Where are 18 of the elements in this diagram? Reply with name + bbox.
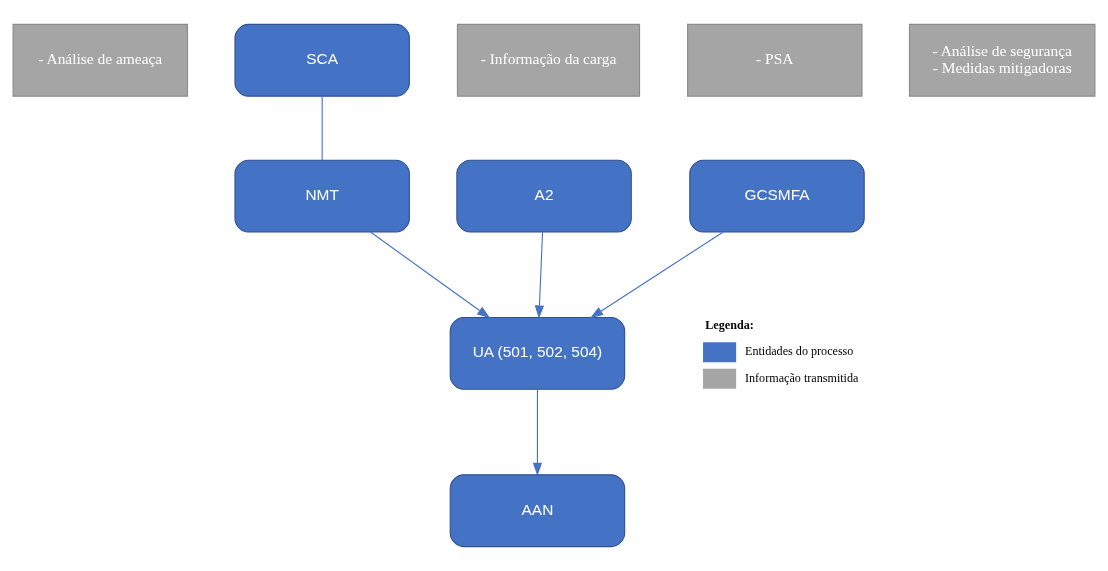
node-box: UA (501, 502, 504)	[449, 316, 626, 390]
node-box: SCA	[234, 23, 410, 97]
arrow	[369, 231, 491, 319]
node-box: AAN	[449, 474, 626, 548]
node-box: - Análise de segurança - Medidas mitigadoras	[908, 23, 1096, 97]
node-box: - Informação da carga	[456, 23, 641, 97]
node-box: - PSA	[687, 23, 863, 97]
node-box: NMT	[234, 159, 410, 233]
node-box: GCSMFA	[689, 159, 865, 233]
label: Legenda:	[705, 317, 754, 332]
arrow	[590, 231, 724, 319]
arrow	[534, 231, 545, 319]
legend-label: Informação transmitida	[744, 370, 859, 385]
node-box: - Análise de ameaça	[12, 23, 189, 97]
connector	[321, 95, 323, 161]
legend-label: Entidades do processo	[744, 344, 854, 359]
node-box: A2	[456, 159, 632, 233]
arrow	[532, 388, 543, 477]
